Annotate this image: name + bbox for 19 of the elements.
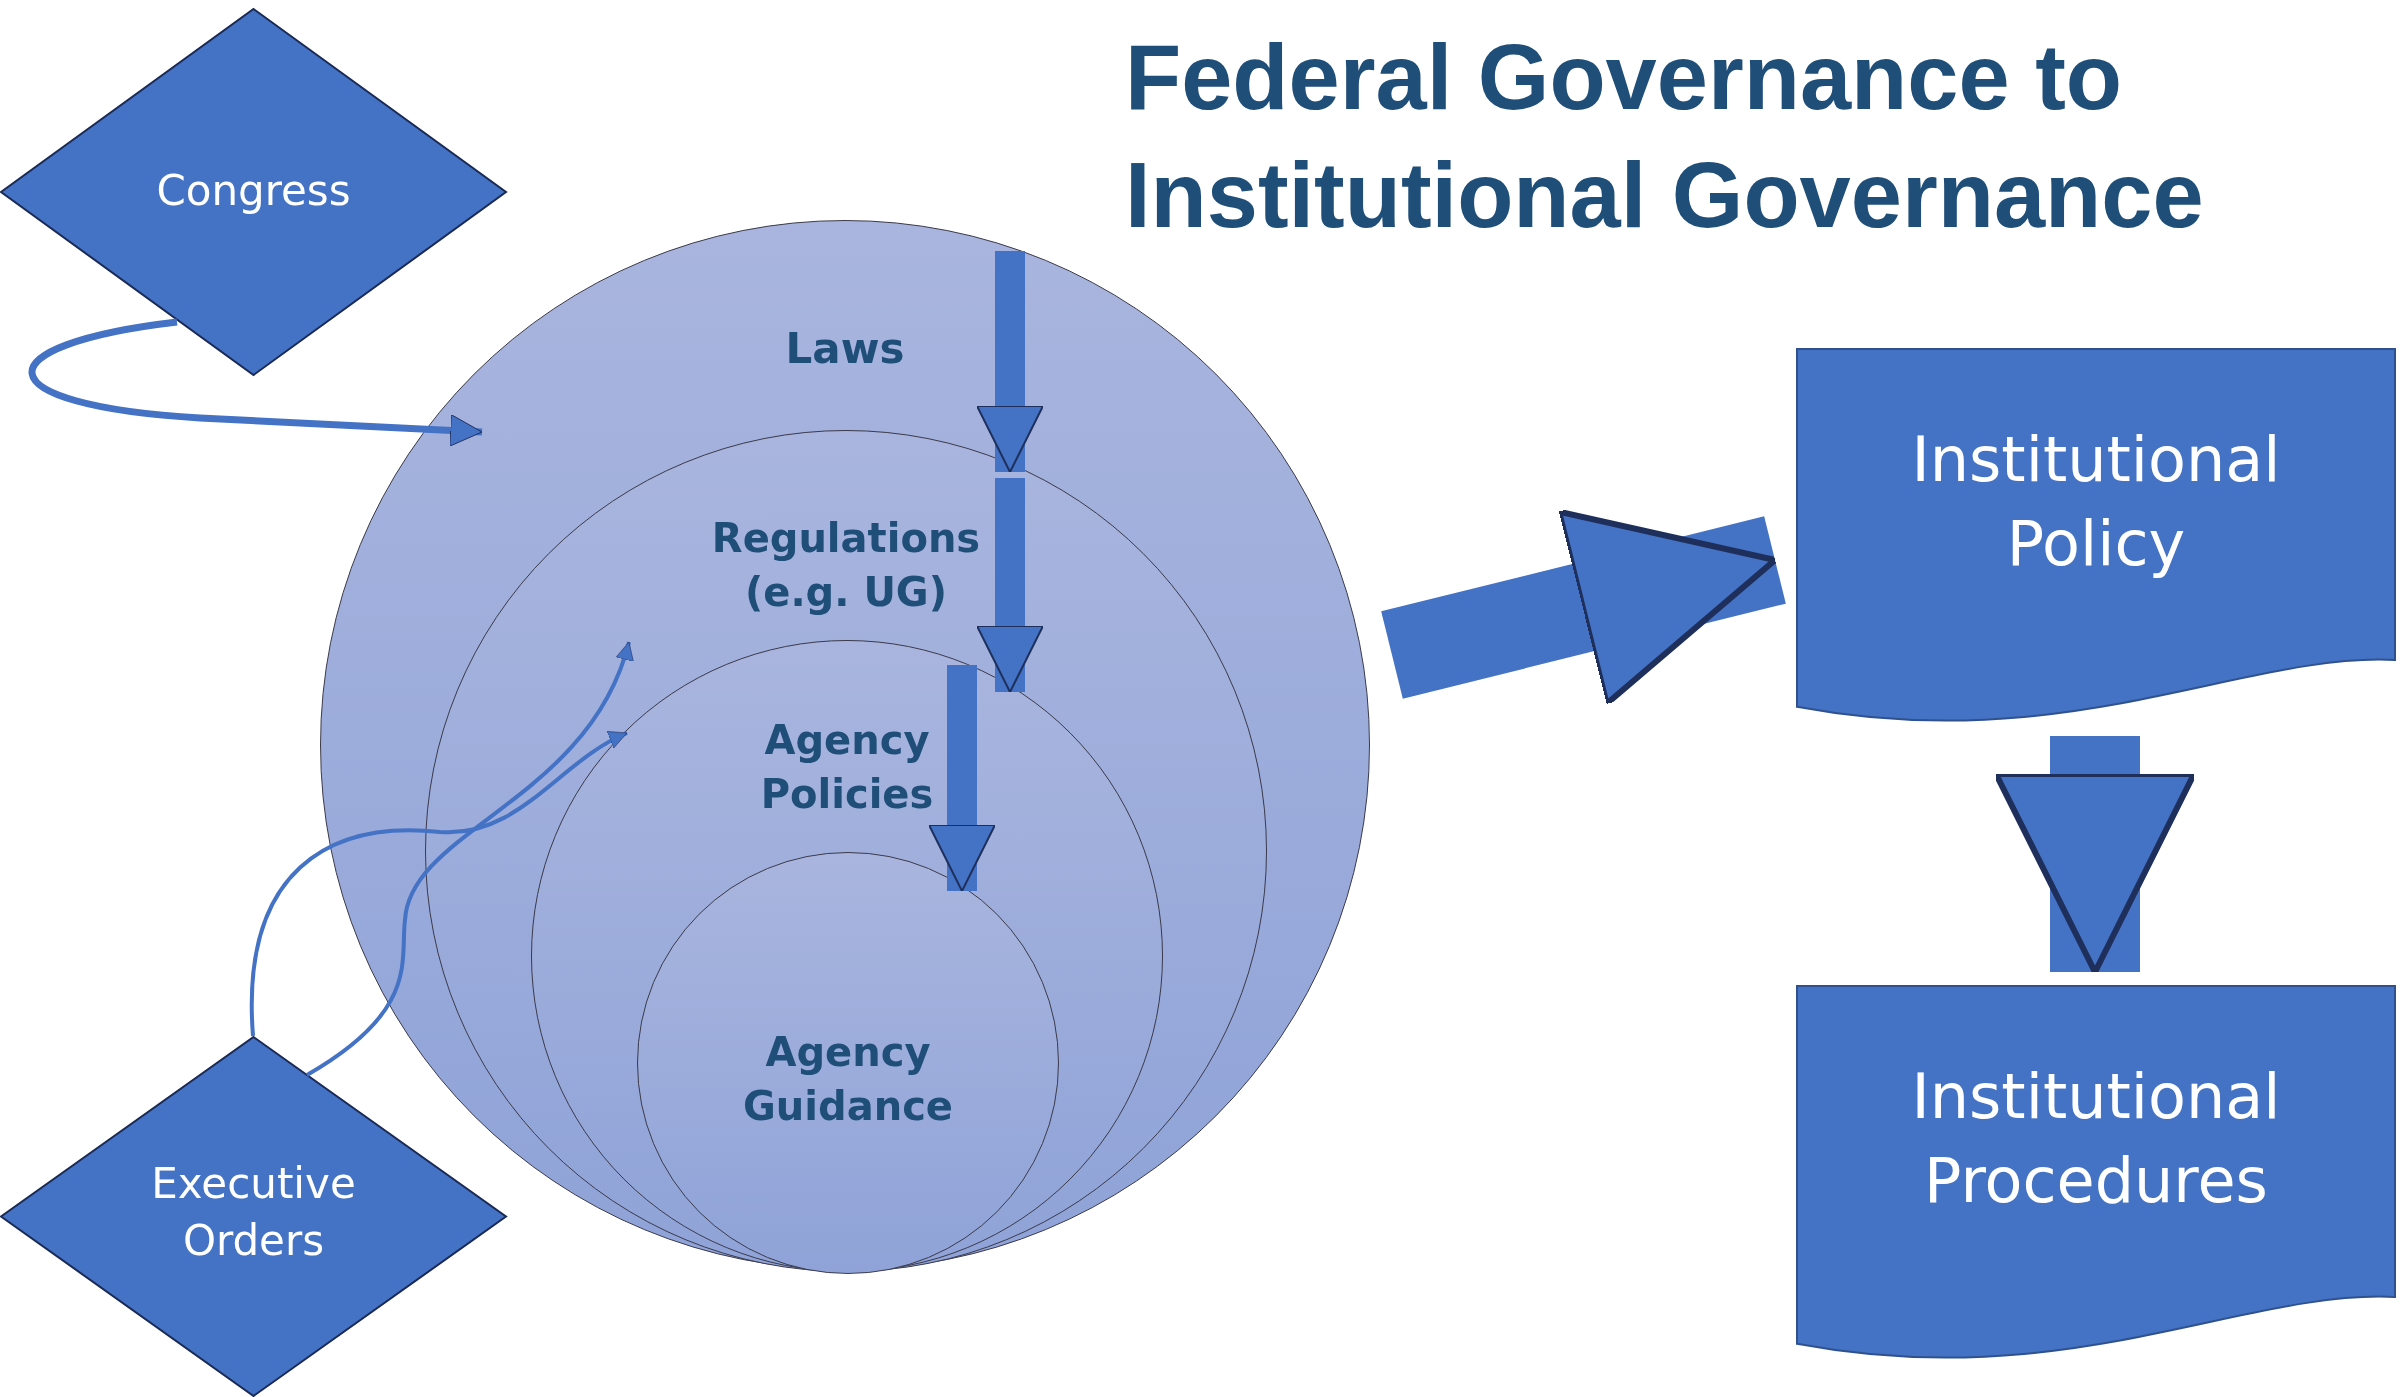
block-arrow [928, 665, 996, 892]
node-label: Executive Orders [150, 1158, 357, 1267]
arrow [29, 318, 483, 447]
circle-label: Agency Guidance [742, 1028, 954, 1131]
node-label: Institutional Procedures [1910, 1059, 2282, 1219]
circle-label: Regulations (e.g. UG) [710, 514, 982, 617]
arrow [305, 641, 632, 1077]
circle-label: Agency Policies [759, 716, 935, 819]
decision-diamond [0, 8, 507, 376]
node-label: Institutional Policy [1910, 422, 2282, 582]
arrow [249, 731, 628, 1037]
decision-diamond [0, 1036, 507, 1397]
block-arrow [976, 251, 1044, 473]
block-arrow [976, 478, 1044, 693]
block-arrow [1381, 508, 1786, 707]
block-arrow [1993, 736, 2197, 975]
node-label: Congress [155, 165, 352, 217]
circle-label: Laws [784, 323, 906, 375]
title: Federal Governance to Institutional Governance [1125, 25, 2205, 248]
